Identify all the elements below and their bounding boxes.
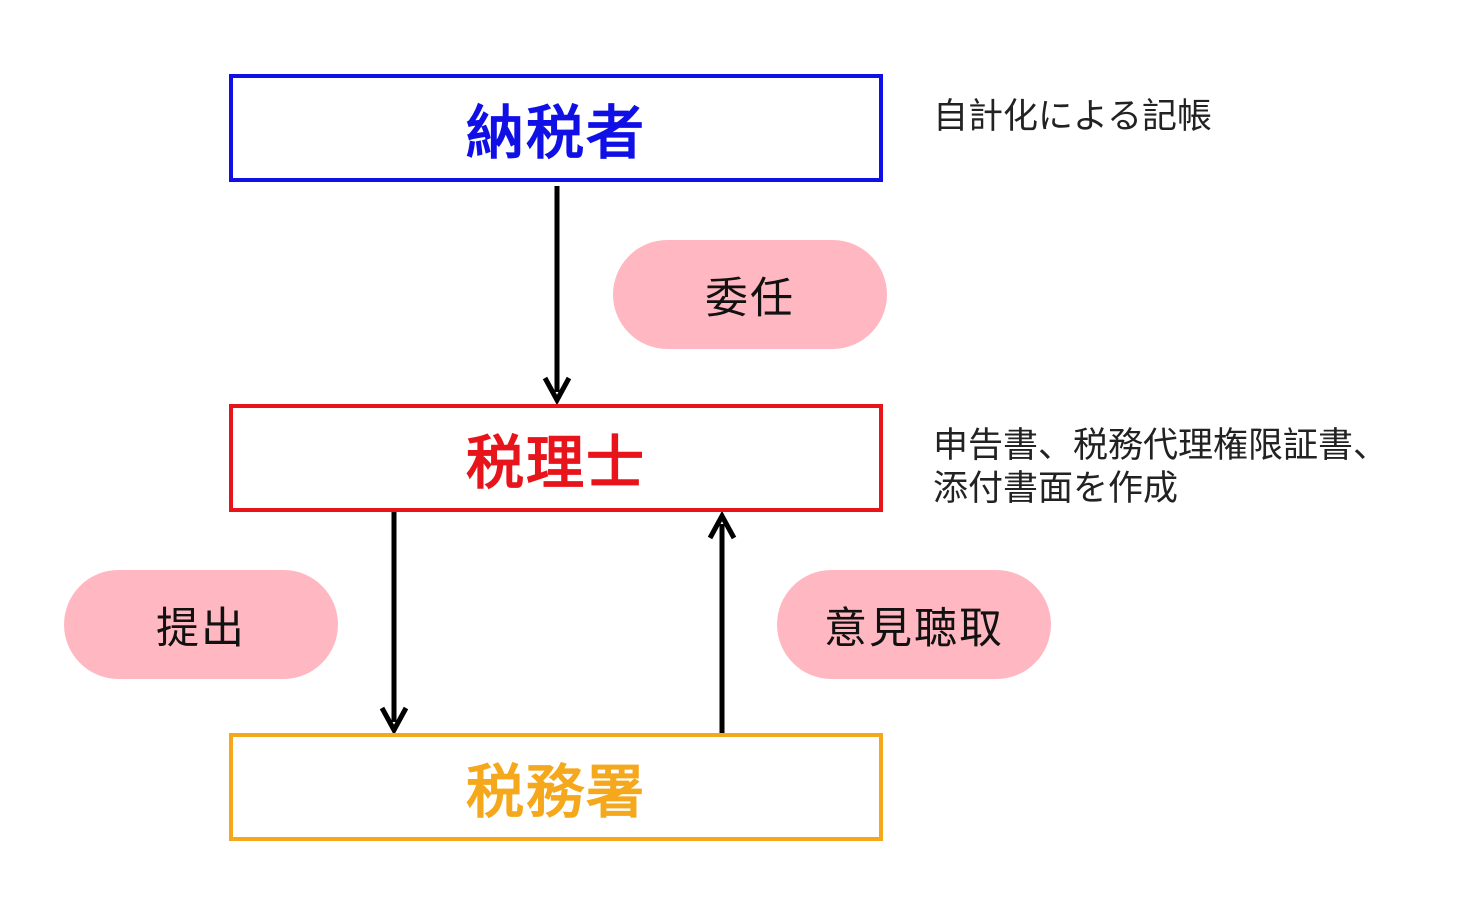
arrow-delegation [542, 186, 572, 406]
delegation-pill: 委任 [613, 240, 887, 349]
tax-office-box: 税務署 [229, 733, 883, 841]
hearing-label: 意見聴取 [824, 603, 1004, 654]
documents-note-line2: 添付書面を作成 [933, 469, 1179, 509]
tax-accountant-box: 税理士 [229, 404, 883, 512]
hearing-pill: 意見聴取 [777, 570, 1051, 679]
taxpayer-label: 納税者 [465, 99, 646, 167]
submission-label: 提出 [156, 603, 246, 654]
bookkeeping-note: 自計化による記帳 [933, 96, 1212, 139]
taxpayer-box: 納税者 [229, 74, 883, 182]
arrow-hearing [707, 510, 737, 735]
bookkeeping-note-text: 自計化による記帳 [933, 97, 1212, 137]
delegation-label: 委任 [705, 273, 795, 324]
documents-note: 申告書、税務代理権限証書、 添付書面を作成 [933, 425, 1388, 511]
tax-office-label: 税務署 [465, 758, 646, 826]
documents-note-line1: 申告書、税務代理権限証書、 [933, 426, 1389, 466]
arrow-submission [379, 512, 409, 736]
submission-pill: 提出 [64, 570, 338, 679]
tax-accountant-label: 税理士 [465, 429, 646, 497]
